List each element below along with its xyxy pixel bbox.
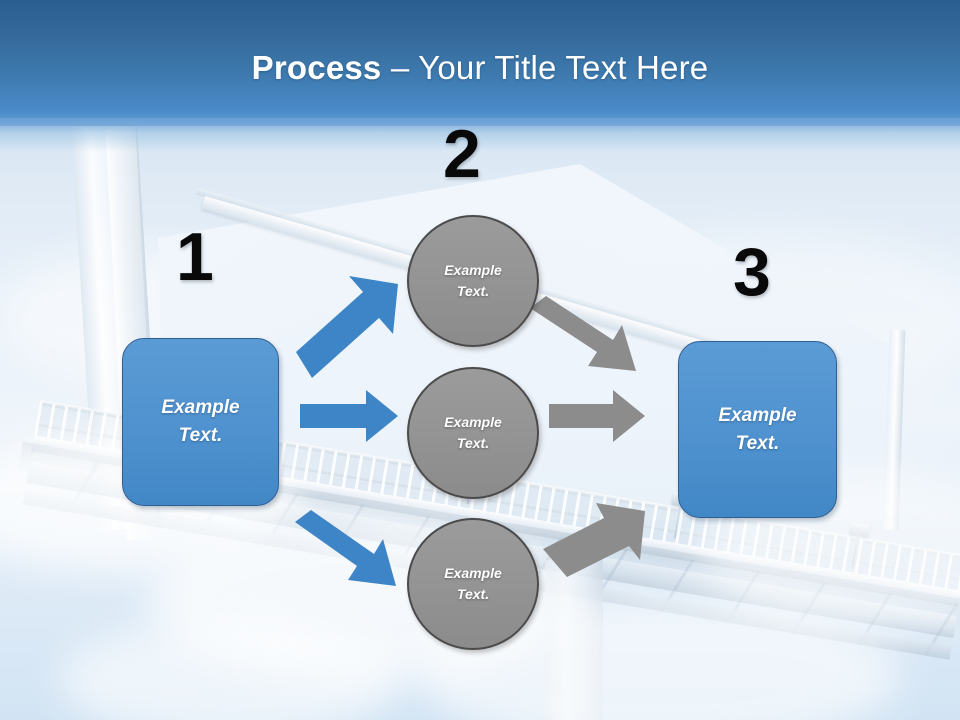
cloud [60, 620, 400, 720]
start-box-label-line1: Example [161, 397, 240, 419]
process-circle-middle[interactable]: Example Text. [407, 367, 539, 499]
end-box-label-line1: Example [718, 404, 797, 426]
title-bar [0, 0, 960, 126]
start-box-label-line2: Text. [178, 425, 223, 446]
end-box-label-line2: Text. [735, 432, 780, 454]
start-box[interactable]: Example Text. [122, 338, 279, 506]
process-circle-bottom[interactable]: Example Text. [407, 518, 539, 650]
process-circle-top-label-line2: Text. [456, 283, 490, 299]
start-box-label: Example Text. [161, 394, 239, 449]
end-box-label: Example Text. [718, 402, 796, 457]
process-circle-top-label: Example Text. [444, 260, 502, 302]
process-circle-top-label-line1: Example [444, 262, 502, 278]
process-circle-middle-label: Example Text. [444, 412, 502, 454]
step-number-2: 2 [443, 116, 481, 192]
process-circle-bottom-label-line1: Example [444, 565, 502, 581]
process-circle-middle-label-line2: Text. [456, 435, 490, 451]
process-circle-top[interactable]: Example Text. [407, 215, 539, 347]
process-circle-bottom-label: Example Text. [444, 563, 502, 605]
page-title-bold: Process [251, 49, 382, 86]
page-title-rest: – Your Title Text Here [381, 49, 709, 86]
step-number-1: 1 [176, 219, 214, 295]
process-circle-bottom-label-line2: Text. [456, 586, 490, 602]
page-title: Process – Your Title Text Here [0, 49, 960, 86]
step-number-3: 3 [733, 234, 771, 310]
end-box[interactable]: Example Text. [678, 341, 837, 518]
title-bar-fade [0, 118, 960, 152]
process-circle-middle-label-line1: Example [444, 414, 502, 430]
